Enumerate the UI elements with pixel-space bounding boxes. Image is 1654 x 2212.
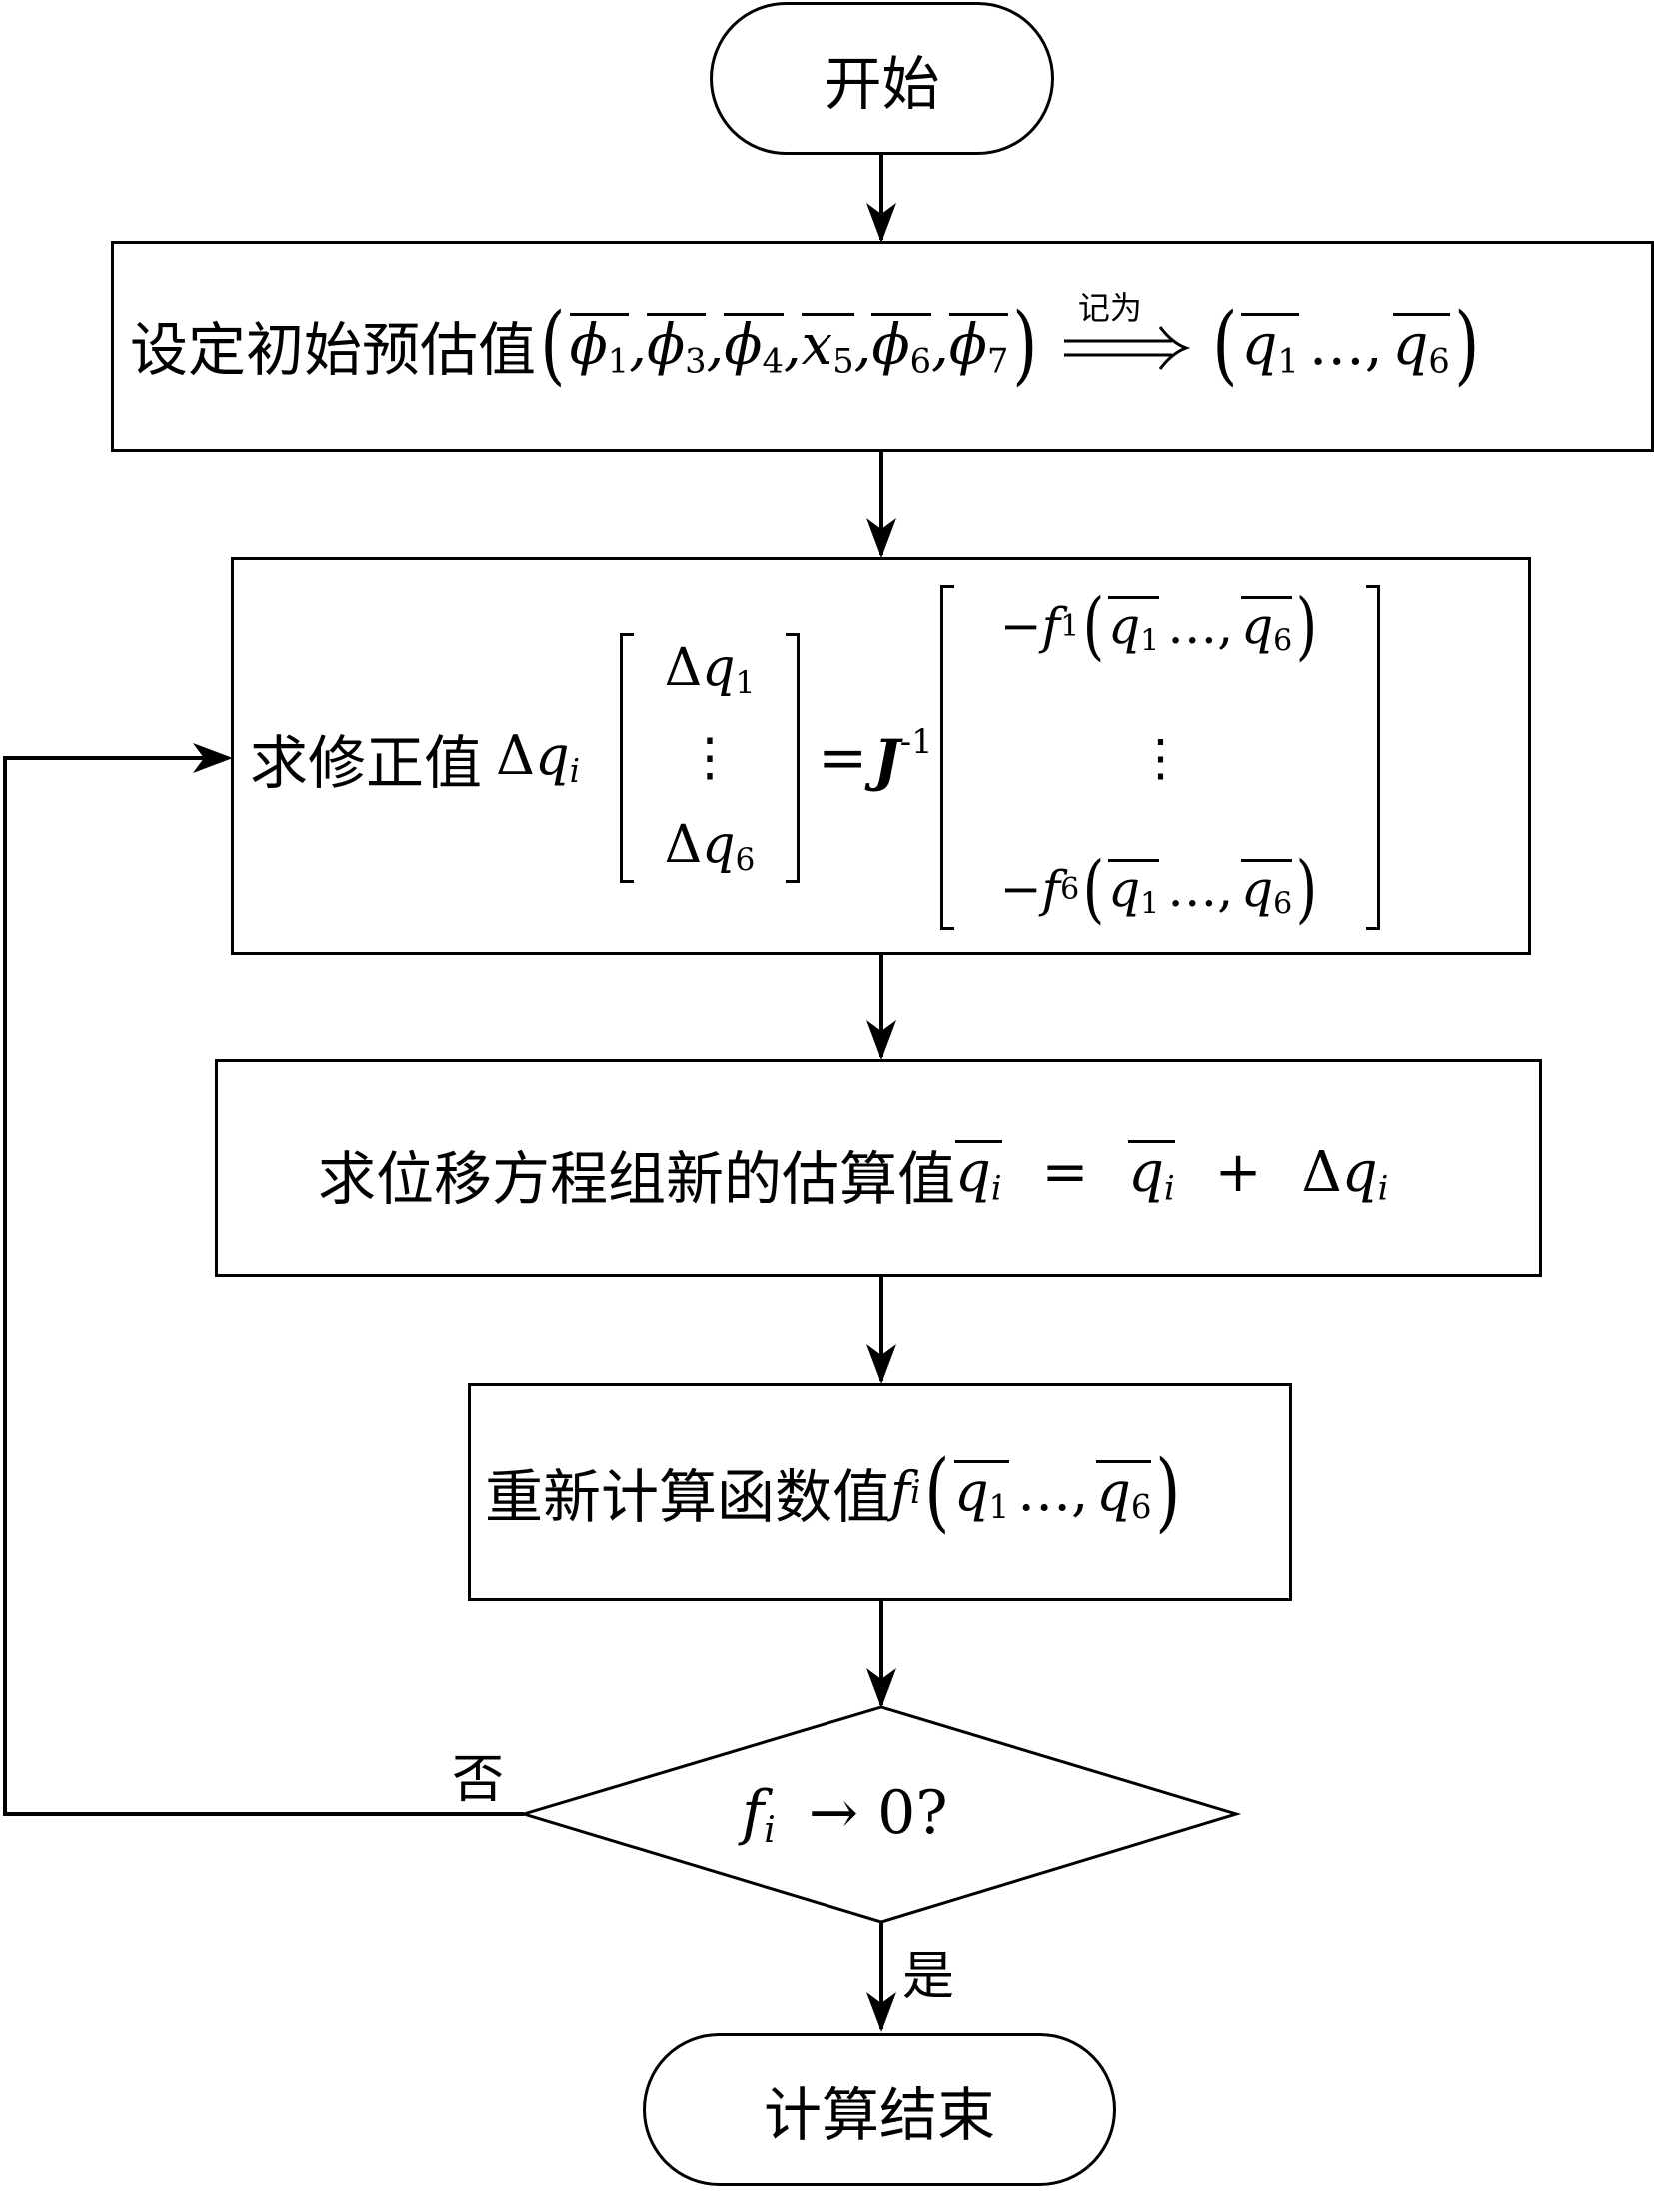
step2-box xyxy=(231,557,1531,955)
decision-content: fi → 0? xyxy=(742,1774,948,1854)
yes-label: 是 xyxy=(902,1947,955,2007)
start-terminal: 开始 xyxy=(710,2,1054,155)
step3-content: 求位移方程组新的估算值 qi = qi + Δqi xyxy=(318,1119,1388,1229)
jacobian: J-1 xyxy=(873,721,933,794)
paren-open: ( xyxy=(540,295,566,395)
denote-label: 记为 xyxy=(1077,289,1142,327)
step4-box xyxy=(468,1383,1292,1601)
step1-text: 设定初始预估值 xyxy=(130,316,537,384)
paren-close: ) xyxy=(1012,295,1038,395)
step2-text: 求修正值 xyxy=(250,728,483,797)
update-formula: qi = qi + Δqi xyxy=(955,1140,1389,1208)
step4-text: 重新计算函数值 xyxy=(485,1462,891,1531)
step1-content: 设定初始预估值 ( ϕ1,ϕ3,ϕ4,x5,ϕ6,ϕ7 ) 记为 ( q1…,q… xyxy=(130,255,1483,435)
step1-box xyxy=(111,241,1654,452)
initial-estimates: ϕ1,ϕ3,ϕ4,x5,ϕ6,ϕ7 xyxy=(569,312,1009,380)
no-label: 否 xyxy=(452,1750,505,1810)
step3-text: 求位移方程组新的估算值 xyxy=(318,1145,956,1213)
end-terminal: 计算结束 xyxy=(643,2033,1116,2186)
start-label: 开始 xyxy=(824,49,940,118)
decision-condition: fi → 0? xyxy=(742,1777,948,1851)
denote-arrow: 记为 xyxy=(1060,289,1190,385)
q-vector: q1…,q6 xyxy=(1241,312,1450,380)
paren-close-q: ) xyxy=(1453,295,1480,395)
end-label: 计算结束 xyxy=(763,2080,995,2149)
loop-back-line xyxy=(3,756,524,1816)
equals-sign: = xyxy=(817,722,868,793)
decision-diamond xyxy=(518,1705,1242,1924)
delta-vector: Δq1 ⋮ Δq6 xyxy=(619,632,800,883)
double-arrow-icon xyxy=(1063,326,1190,370)
delta-qi: Δqi xyxy=(496,724,580,791)
step3-box xyxy=(215,1059,1542,1277)
paren-open-q: ( xyxy=(1212,295,1238,395)
